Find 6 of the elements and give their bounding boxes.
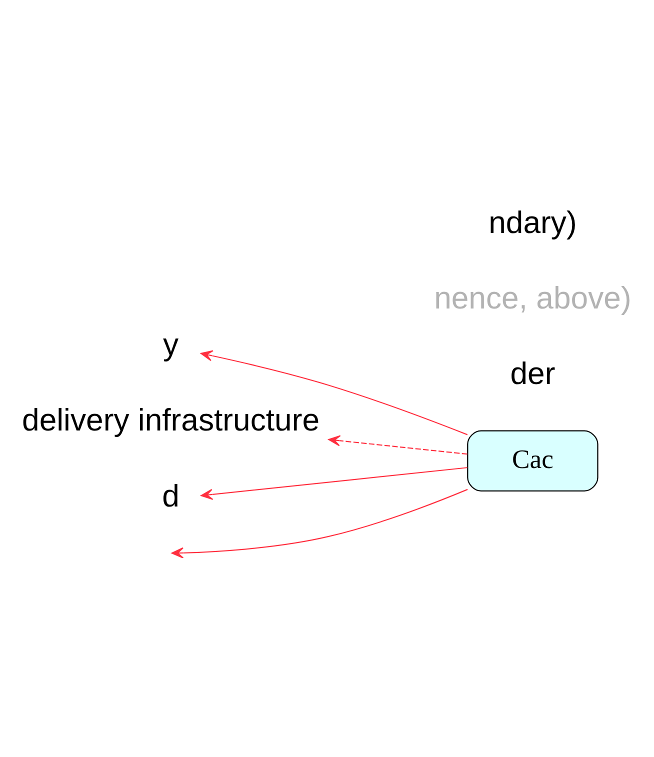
label: ndary) (488, 204, 577, 240)
label: nence, above) (434, 280, 632, 316)
node-text: y (162, 327, 179, 362)
node-text: d (162, 478, 180, 514)
label: der (510, 356, 556, 392)
node-text: delivery infrastructure (22, 402, 320, 438)
